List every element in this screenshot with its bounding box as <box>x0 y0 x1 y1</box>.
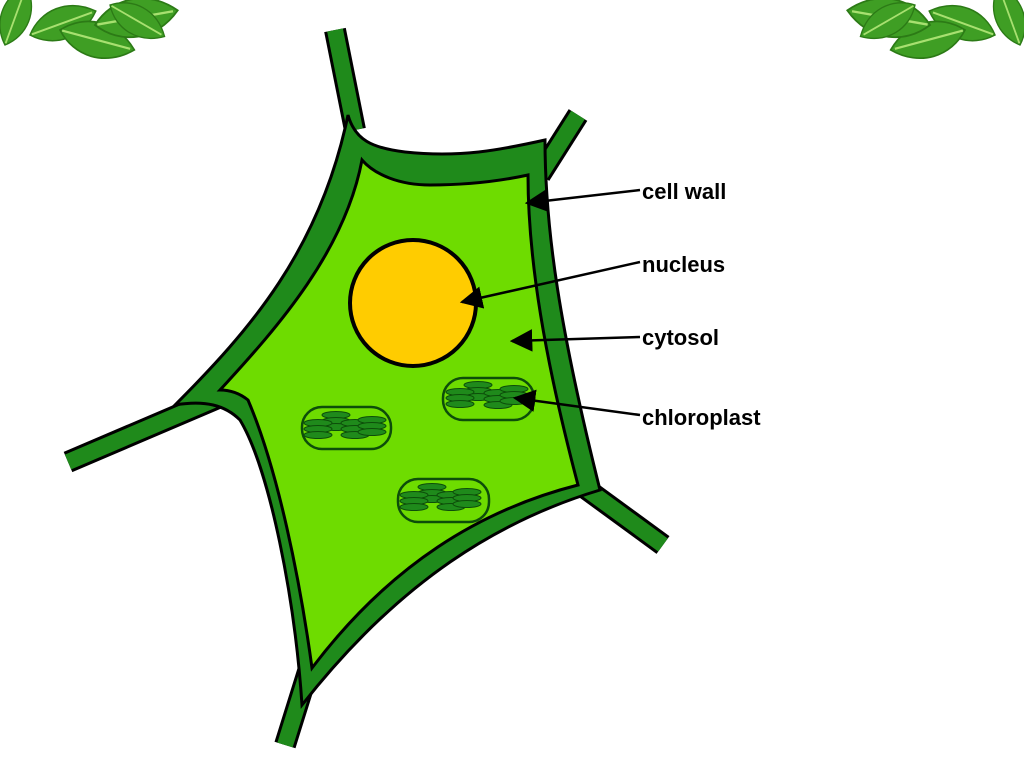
cytosol <box>216 156 580 672</box>
label-chloroplast: chloroplast <box>642 405 761 430</box>
nucleus <box>348 238 478 368</box>
leader-lines <box>459 188 641 417</box>
leaf-cluster-right-icon <box>842 0 1024 68</box>
label-cytosol: cytosol <box>642 325 719 350</box>
chloroplast <box>396 477 491 524</box>
label-nucleus: nucleus <box>642 252 725 277</box>
chloroplast <box>300 405 393 451</box>
arrow-chloroplast <box>512 389 641 417</box>
leaf-cluster-left-icon <box>0 0 183 68</box>
arrow-cell-wall <box>524 188 641 212</box>
cell-wall-extensions <box>63 27 670 749</box>
arrow-cytosol <box>509 329 641 352</box>
arrow-nucleus <box>459 260 641 309</box>
label-cell-wall: cell wall <box>642 179 726 204</box>
